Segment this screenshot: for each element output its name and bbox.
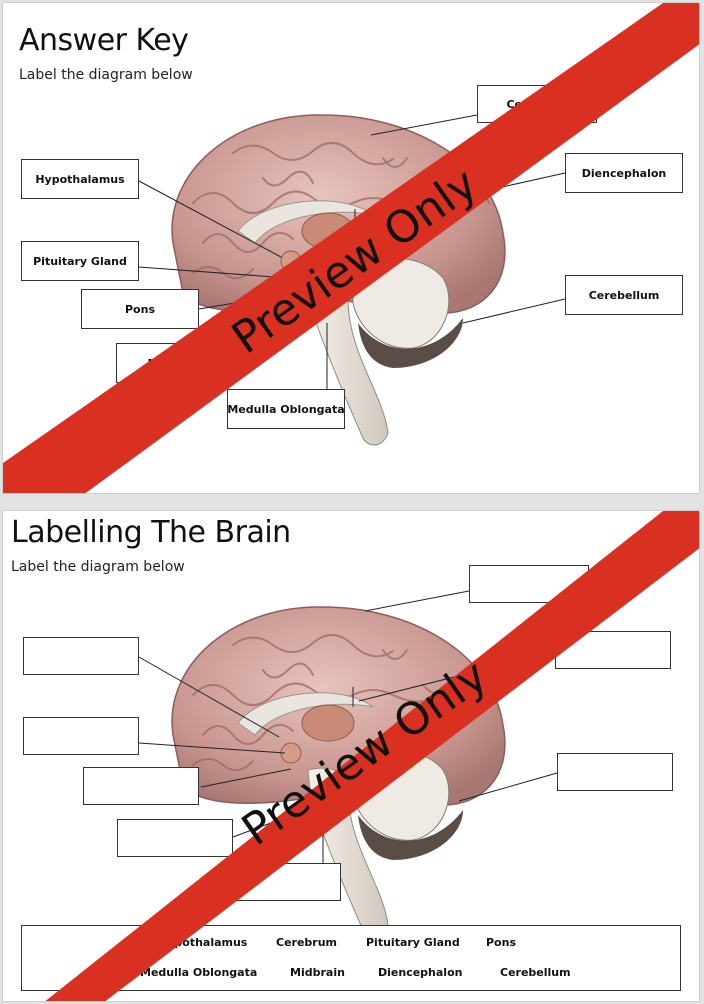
slide-subtitle: Label the diagram below — [19, 67, 193, 83]
label-pons: Pons — [81, 289, 199, 329]
blank-label-box[interactable] — [117, 819, 233, 857]
word-bank-item: Pons — [486, 936, 516, 949]
slide-title: Answer Key — [19, 23, 189, 58]
worksheet-slide: Labelling The Brain Label the diagram be… — [2, 510, 700, 1002]
label-hypothalamus: Hypothalamus — [21, 159, 139, 199]
label-pituitary-gland: Pituitary Gland — [21, 241, 139, 281]
slide-title: Labelling The Brain — [11, 515, 291, 550]
word-bank-item: Cerebellum — [500, 966, 571, 979]
preview-watermark-banner: Preview Only — [3, 3, 699, 493]
watermark-text: Preview Only — [223, 158, 487, 364]
word-bank-item: Medulla Oblongata — [140, 966, 258, 979]
blank-label-box[interactable] — [557, 753, 673, 791]
slide-subtitle: Label the diagram below — [11, 559, 185, 575]
blank-label-box[interactable] — [23, 717, 139, 755]
watermark-text: Preview Only — [233, 650, 497, 856]
label-diencephalon: Diencephalon — [565, 153, 683, 193]
word-bank-item: Pituitary Gland — [366, 936, 460, 949]
word-bank-item: Cerebrum — [276, 936, 338, 949]
answer-key-slide: Answer Key Label the diagram below — [2, 2, 700, 494]
word-bank-item: Diencephalon — [378, 966, 463, 979]
blank-label-box[interactable] — [23, 637, 139, 675]
word-bank-item: Midbrain — [290, 966, 345, 979]
label-cerebellum: Cerebellum — [565, 275, 683, 315]
label-medulla-oblongata: Medulla Oblongata — [227, 389, 345, 429]
preview-watermark-banner: Preview Only — [45, 511, 699, 1001]
blank-label-box[interactable] — [83, 767, 199, 805]
